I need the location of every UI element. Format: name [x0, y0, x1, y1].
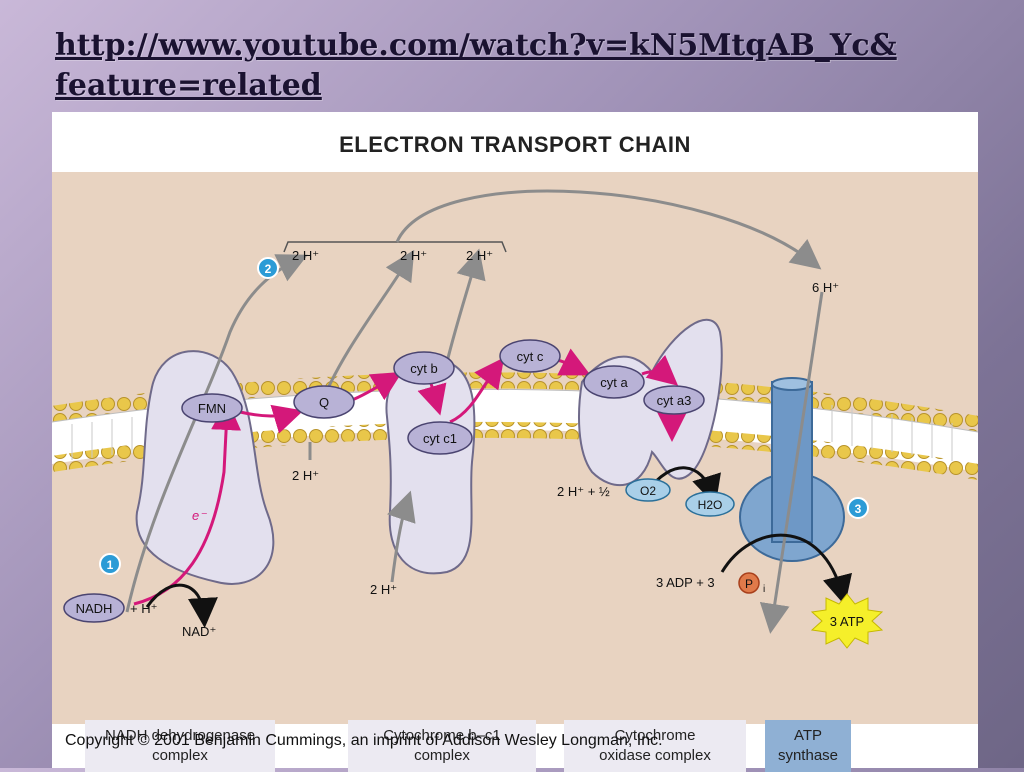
cyt-c-label: cyt c — [517, 349, 544, 364]
complex-label-atp-synthase: ATP synthase — [765, 720, 851, 772]
complex-4-line2: oxidase complex — [599, 747, 711, 764]
fmn-label: FMN — [198, 401, 226, 416]
cytochrome-bc1-shape — [385, 358, 476, 575]
complex-3-line2: complex — [414, 747, 470, 764]
step-badge-3: 3 — [847, 497, 869, 519]
pi-label: P — [745, 577, 753, 591]
adp-label: 3 ADP + 3 — [656, 575, 715, 590]
q-label: Q — [319, 395, 329, 410]
proton-flow-arrow — [395, 189, 822, 270]
pi-subscript: i — [763, 584, 765, 595]
complex-5-line1: ATP — [793, 727, 823, 744]
h2o-label: H2O — [698, 498, 723, 512]
oxygen-prefix-label: 2 H⁺ + ½ — [557, 484, 610, 499]
carrier-cyt-c: cyt c — [499, 339, 561, 373]
atp-burst: 3 ATP — [810, 593, 884, 649]
cyt-c1-label: cyt c1 — [423, 431, 457, 446]
proton-label-top-1: 2 H⁺ — [292, 248, 319, 263]
cyt-b-label: cyt b — [410, 361, 437, 376]
diagram-panel: FMN Q cyt b cyt c1 cyt c cyt a — [50, 172, 980, 772]
youtube-link[interactable]: http://www.youtube.com/watch?v=kN5MtqAB_… — [55, 26, 985, 106]
nadh-plus-h-label: + H⁺ — [130, 601, 157, 616]
figure-title: ELECTRON TRANSPORT CHAIN — [339, 132, 691, 157]
atp-label: 3 ATP — [830, 614, 864, 629]
electron-label: e⁻ — [192, 508, 207, 523]
nadh-molecule: NADH — [63, 593, 125, 623]
copyright-notice: Copyright © 2001 Benjamin Cummings, an i… — [65, 732, 663, 749]
carrier-cyt-a: cyt a — [583, 365, 645, 399]
cyt-a-label: cyt a — [600, 375, 628, 390]
step-badge-2: 2 — [257, 257, 279, 279]
carrier-q: Q — [293, 385, 355, 419]
carrier-fmn: FMN — [181, 393, 243, 423]
step-1-label: 1 — [107, 558, 114, 572]
carrier-cyt-b: cyt b — [393, 351, 455, 385]
etc-figure: ELECTRON TRANSPORT CHAIN — [50, 112, 980, 772]
complex-4-line1: Cytochrome — [614, 727, 696, 744]
step-3-label: 3 — [855, 502, 862, 516]
proton-label-top-2: 2 H⁺ — [400, 248, 427, 263]
phosphate: P i — [738, 572, 765, 595]
proton-label-below-q: 2 H⁺ — [292, 468, 319, 483]
step-badge-1: 1 — [99, 553, 121, 575]
carrier-cyt-a3: cyt a3 — [643, 385, 705, 415]
etc-diagram: FMN Q cyt b cyt c1 cyt c cyt a — [50, 189, 980, 649]
electron-path — [133, 348, 687, 606]
carrier-cyt-c1: cyt c1 — [407, 421, 473, 455]
oxygen-molecule: O2 — [625, 478, 671, 502]
nad-label: NAD⁺ — [182, 624, 216, 639]
complex-label-nadh-dehydrogenase: NADH dehydrogenase complex — [85, 720, 275, 772]
proton-label-top-3: 2 H⁺ — [466, 248, 493, 263]
water-molecule: H2O — [685, 491, 735, 517]
complex-1-line1: NADH dehydrogenase — [104, 727, 256, 744]
complex-5-line2: synthase — [777, 747, 839, 764]
proton-bracket — [283, 241, 507, 253]
youtube-link-line2[interactable]: feature=related — [55, 68, 322, 103]
complex-3-line1: Cytochrome b–c1 — [383, 727, 501, 744]
cyt-a3-label: cyt a3 — [657, 393, 692, 408]
o2-label: O2 — [640, 484, 656, 498]
complex-1-line2: complex — [152, 747, 208, 764]
nadh-label: NADH — [76, 601, 113, 616]
atp-synthase-shape — [739, 377, 845, 562]
youtube-link-line1[interactable]: http://www.youtube.com/watch?v=kN5MtqAB_… — [55, 28, 897, 63]
complex-label-cytochrome-oxidase: Cytochrome oxidase complex — [564, 720, 746, 772]
proton-arrows — [125, 248, 824, 634]
step-2-label: 2 — [265, 262, 272, 276]
proton-label-total: 6 H⁺ — [812, 280, 839, 295]
complex-label-cytochrome-bc1: Cytochrome b–c1 complex — [348, 720, 536, 772]
proton-label-below-cytb: 2 H⁺ — [370, 582, 397, 597]
